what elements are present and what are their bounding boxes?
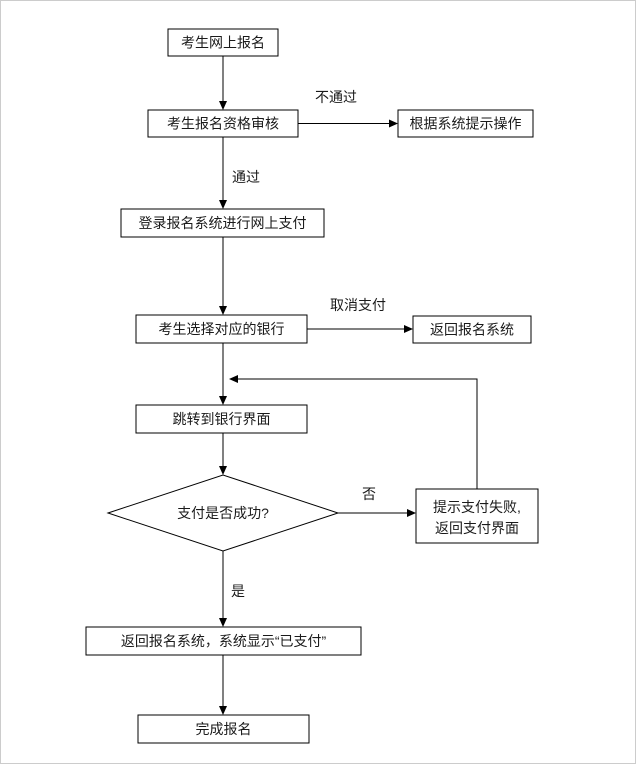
node-return-system-box (412, 315, 532, 344)
node-payment-failed-label-line2: 返回支付界面 (435, 520, 519, 536)
arrowhead-review-login (219, 200, 227, 209)
node-return-system-label: 返回报名系统 (430, 322, 514, 338)
arrowhead-jumpbank-decision (219, 466, 227, 475)
node-payment-failed-label-line1: 提示支付失败, (433, 499, 521, 515)
arrowhead-decision-failed (407, 509, 416, 517)
node-select-bank-label: 考生选择对应的银行 (159, 321, 285, 337)
edge-label-passed: 通过 (232, 169, 260, 185)
node-login-pay-label: 登录报名系统进行网上支付 (139, 215, 307, 231)
arrowhead-login-selectbank (219, 306, 227, 315)
node-review-label: 考生报名资格审核 (167, 116, 279, 132)
decision-payment-diamond (106, 474, 340, 552)
node-return-paid-box (85, 626, 362, 656)
arrowhead-returnpaid-complete (219, 706, 227, 715)
node-prompt-box (397, 109, 534, 138)
arrowhead-review-prompt (389, 119, 398, 128)
node-prompt-label: 根据系统提示操作 (410, 116, 522, 132)
node-select-bank-box (135, 314, 308, 344)
node-payment-failed-box (415, 488, 539, 544)
node-complete-box (137, 714, 310, 744)
edge-failed-loopback (236, 378, 478, 489)
node-jump-bank-label: 跳转到银行界面 (173, 411, 271, 427)
node-complete-label: 完成报名 (196, 721, 252, 737)
edge-label-cancel-payment: 取消支付 (330, 297, 386, 313)
arrowhead-register-review (219, 101, 227, 110)
node-register-box (167, 28, 279, 57)
edge-label-not-passed: 不通过 (315, 89, 357, 105)
decision-payment-label: 支付是否成功? (177, 505, 269, 521)
node-login-pay-box (120, 208, 325, 238)
arrowhead-selectbank-jumpbank (219, 396, 227, 405)
node-register-label: 考生网上报名 (181, 35, 265, 51)
node-return-paid-label: 返回报名系统，系统显示“已支付” (121, 633, 327, 649)
edge-label-no: 否 (362, 486, 376, 502)
arrowhead-failed-loopback (229, 375, 238, 383)
edge-label-yes: 是 (231, 583, 245, 599)
arrowhead-decision-returnpaid (219, 618, 227, 627)
node-jump-bank-box (135, 404, 308, 434)
arrowhead-selectbank-returnsystem (404, 325, 413, 333)
node-review-box (147, 109, 299, 138)
